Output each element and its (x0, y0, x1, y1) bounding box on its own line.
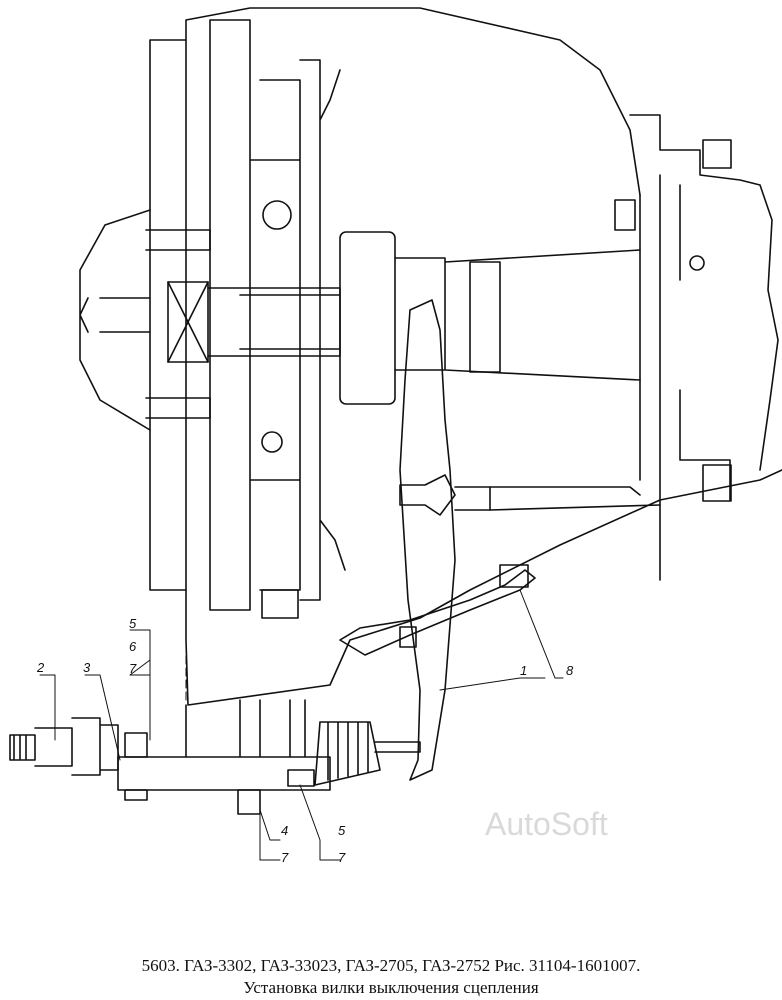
housing-inner-step (679, 184, 731, 501)
pushrod (374, 741, 421, 753)
callout-7-bottom-right: 7 (338, 850, 346, 865)
release-bearing-guide (394, 249, 641, 381)
callout-1: 1 (520, 663, 527, 678)
hydraulic-fitting (9, 717, 119, 776)
bracket-nut-bottom-left (124, 789, 148, 801)
callout-5-bottom: 5 (338, 823, 346, 838)
callout-2: 2 (36, 660, 45, 675)
disc-rivet-bottom (261, 589, 299, 619)
callout-5-top: 5 (129, 616, 137, 631)
fork-pivot-ball (399, 474, 491, 516)
callout-8: 8 (566, 663, 574, 678)
pushrod-boot (314, 721, 381, 786)
leader-lines (39, 589, 564, 861)
callout-3: 3 (83, 660, 91, 675)
figure-caption-line2: Установка вилки выключения сцепления (243, 978, 539, 997)
pressure-plate (209, 19, 301, 611)
bell-housing-outline (185, 7, 782, 706)
housing-bolt-top (702, 139, 732, 169)
figure-caption-line1: 5603. ГАЗ-3302, ГАЗ-33023, ГАЗ-2705, ГАЗ… (141, 956, 641, 975)
fork-pivot-bracket (489, 486, 661, 511)
bracket-bolt-left (124, 732, 148, 758)
fork-spring-clip (339, 569, 536, 656)
pilot-bearing (167, 281, 209, 363)
flywheel-body (145, 39, 211, 591)
diaphragm-spring-top (262, 200, 292, 230)
diaphragm-spring-bottom (261, 431, 283, 453)
callout-6: 6 (129, 639, 137, 654)
item8-retainer (499, 564, 529, 588)
release-fork (399, 299, 456, 781)
housing-bolt-mid (614, 199, 636, 231)
housing-bolt-bottom (702, 464, 732, 502)
clutch-disc (299, 59, 346, 601)
pilot-bearing-cross (167, 281, 209, 363)
bracket-bolt-bottom (237, 789, 261, 815)
housing-hole (689, 255, 705, 271)
callout-4: 4 (281, 823, 288, 838)
bearing-sleeve (469, 261, 501, 373)
housing-right-flange (629, 114, 779, 581)
slave-cylinder-bracket (117, 699, 331, 791)
callout-7-top: 7 (129, 661, 137, 676)
callout-7-bottom-left: 7 (281, 850, 289, 865)
pushrod-nut (287, 769, 315, 787)
spring-clip-fastener (399, 626, 417, 648)
autosoft-watermark: AutoSoft (485, 806, 608, 842)
release-bearing (339, 231, 396, 405)
crankshaft-hub (79, 209, 151, 431)
